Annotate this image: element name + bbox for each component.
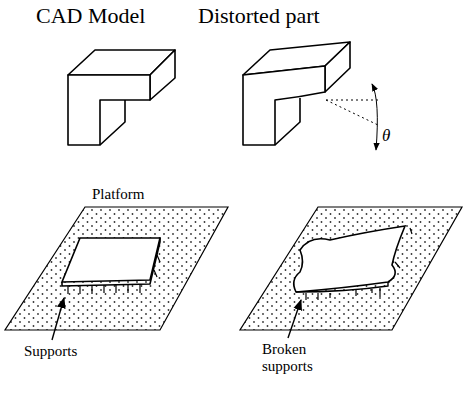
column-heading: Distorted part — [198, 4, 320, 28]
distorted-plate — [294, 226, 412, 300]
leader-arrow — [288, 300, 301, 338]
angle-symbol: θ — [382, 127, 390, 146]
cad-part — [68, 50, 175, 145]
column-heading: CAD Model — [36, 4, 145, 28]
cad-plate — [62, 238, 160, 294]
platform — [5, 207, 462, 330]
leader-arrow — [52, 298, 64, 340]
distorted-part — [243, 42, 350, 145]
angle-mark — [326, 84, 380, 150]
part-label: Supports — [24, 343, 77, 360]
part-label: Platform — [92, 186, 145, 203]
part-label: Broken supports — [262, 341, 332, 374]
